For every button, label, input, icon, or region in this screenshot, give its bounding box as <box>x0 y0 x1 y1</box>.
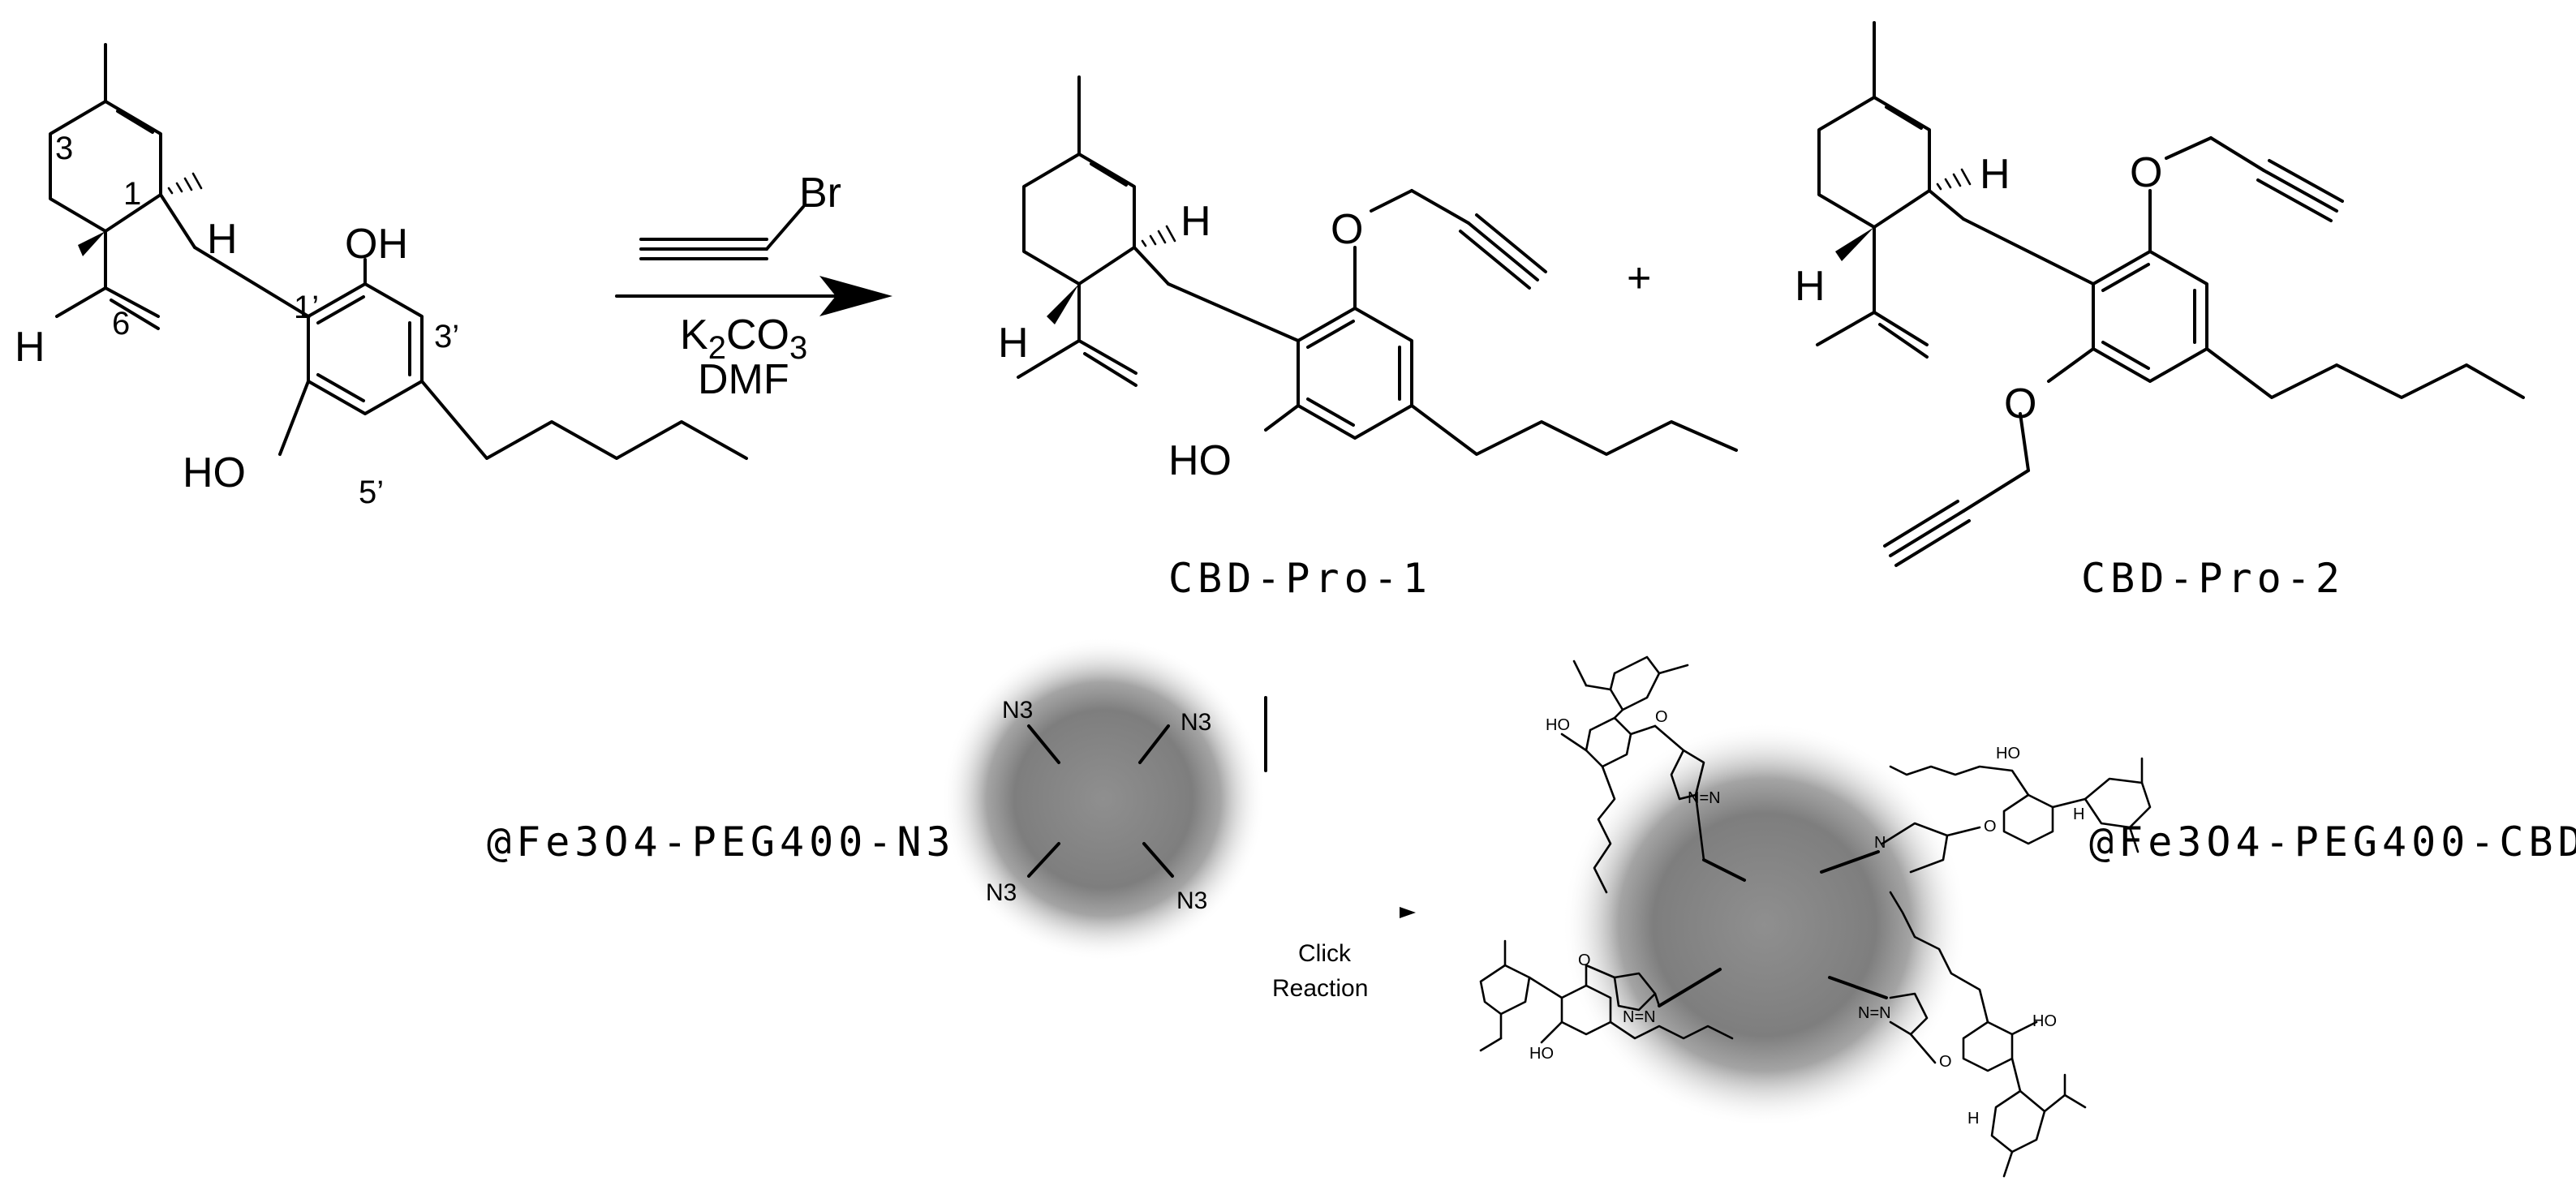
hydrogen-label: H <box>1180 198 1211 245</box>
cbd-ligand: N=N O HO H <box>1858 891 2087 1178</box>
reaction-arrow-2: Click Reaction <box>1272 907 1416 1002</box>
azide-label: N3 <box>1002 697 1033 724</box>
azide-label: N3 <box>986 879 1017 906</box>
hydrogen-label: H <box>1980 151 2010 198</box>
solvent-label: DMF <box>698 356 789 403</box>
np2-label: @Fe3O4-PEG400-CBD <box>2089 818 2576 866</box>
locant-label: 3’ <box>434 319 459 354</box>
oxygen-label: O <box>1939 1053 1952 1071</box>
product-1-name: CBD-Pro-1 <box>1168 555 1432 602</box>
oxygen-label: O <box>1331 206 1363 253</box>
oxygen-label: O <box>2130 149 2162 196</box>
hydrogen-label: H <box>998 320 1029 367</box>
cbd-molecule: OH HO H H 3 1 6 1’ 3’ 5’ <box>15 43 748 510</box>
locant-label: 6 <box>112 306 130 342</box>
nitrogen-label: N=N <box>1688 789 1721 807</box>
azide-label: N3 <box>1180 709 1211 736</box>
np1-label: @Fe3O4-PEG400-N3 <box>487 818 956 866</box>
cbd-nanoparticle: HO O N=N N O HO H <box>1479 655 2152 1178</box>
cbd-ligand: N O HO H <box>1874 745 2152 874</box>
hash-bond <box>1141 225 1176 247</box>
locant-label: 5’ <box>359 475 384 510</box>
arrow-head <box>1400 907 1416 918</box>
azide-nanoparticle: N3 N3 N3 N3 <box>941 637 1266 961</box>
hydrogen-label: H <box>2073 806 2084 823</box>
hydroxyl-label: HO <box>1529 1045 1554 1063</box>
hydroxyl-label: HO <box>2032 1012 2057 1030</box>
cbd-ligand: HO O N=N <box>1479 939 1734 1063</box>
bromine-label: Br <box>799 170 841 217</box>
nanoparticle-core <box>1562 722 1967 1128</box>
base-label: K2CO3 <box>680 311 807 366</box>
nitrogen-label: N=N <box>1858 1004 1891 1022</box>
hash-bond <box>1936 168 1972 191</box>
oxygen-label: O <box>1655 708 1668 726</box>
locant-label: 1 <box>123 176 141 212</box>
hydroxyl-label: HO <box>1996 745 2020 763</box>
hash-bond <box>167 172 203 195</box>
locant-label: 3 <box>55 131 73 166</box>
nanoparticle-core <box>941 637 1266 961</box>
oxygen-label: O <box>1578 952 1591 969</box>
arrow-head <box>819 276 892 316</box>
click-label: Reaction <box>1272 975 1368 1002</box>
azide-label: N3 <box>1176 887 1207 914</box>
reaction-arrow-1: Br K2CO3 DMF <box>615 170 892 403</box>
oxygen-label: O <box>1984 818 1997 836</box>
hydrogen-label: H <box>207 216 238 263</box>
cbd-pro-1-molecule: O HO H H <box>998 75 1738 484</box>
locant-label: 1’ <box>294 290 319 325</box>
oxygen-label: O <box>2004 380 2036 427</box>
hydroxyl-label: HO <box>1168 437 1232 484</box>
nitrogen-label: N <box>1874 834 1886 852</box>
cbd-pro-2-molecule: O O H H <box>1795 21 2525 567</box>
hydrogen-label: H <box>1795 263 1826 310</box>
hydroxyl-label: OH <box>345 221 408 268</box>
hydrogen-label: H <box>1967 1110 1979 1128</box>
cbd-ligand: HO O N=N <box>1546 655 1721 894</box>
hydroxyl-label: HO <box>183 449 246 496</box>
hydroxyl-label: HO <box>1546 716 1570 734</box>
product-2-name: CBD-Pro-2 <box>2081 555 2345 602</box>
plus-sign: + <box>1627 255 1651 302</box>
nitrogen-label: N=N <box>1623 1008 1656 1026</box>
click-label: Click <box>1298 940 1352 967</box>
hydrogen-label: H <box>15 324 45 371</box>
